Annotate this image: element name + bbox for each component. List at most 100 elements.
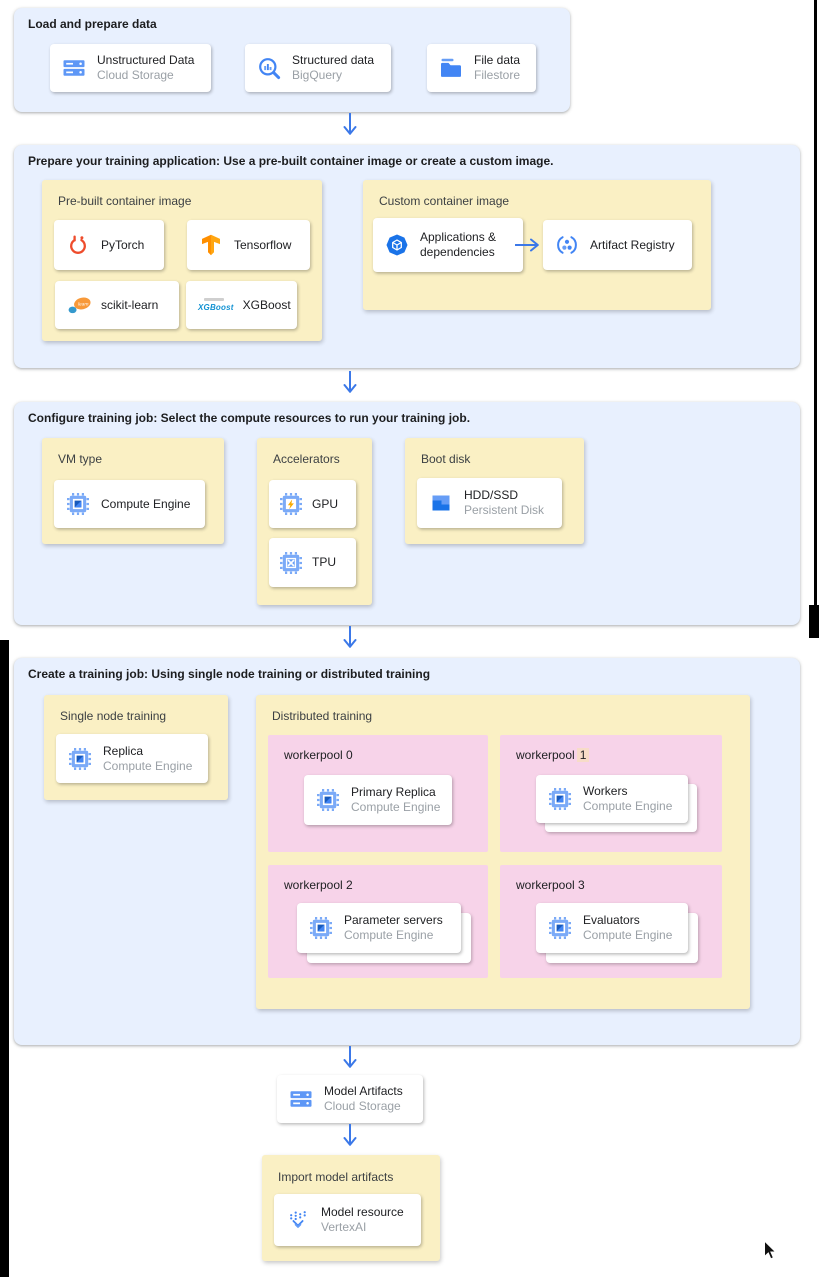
card-subtitle: Filestore <box>474 68 521 82</box>
screen-edge-artifact-right-bar <box>809 605 819 638</box>
card-model-resource: Model resource VertexAI <box>274 1194 421 1246</box>
card-pytorch: PyTorch <box>54 220 164 270</box>
section-title: Configure training job: Select the compu… <box>28 411 471 425</box>
card-file-data: File data Filestore <box>427 44 536 92</box>
svg-text:learn: learn <box>78 301 89 306</box>
card-title: Compute Engine <box>101 496 191 511</box>
card-subtitle: Compute Engine <box>344 928 434 942</box>
flow-arrow-down <box>343 626 357 654</box>
compute-engine-icon <box>66 492 90 516</box>
card-title: PyTorch <box>101 237 145 252</box>
mouse-cursor <box>764 1240 777 1260</box>
card-workers: Workers Compute Engine <box>536 775 688 823</box>
card-evaluators: Evaluators Compute Engine <box>536 903 688 953</box>
screen-edge-artifact-right-line <box>814 0 817 607</box>
card-xgboost: XGBoost XGBoost <box>186 281 297 329</box>
compute-engine-icon <box>548 787 572 811</box>
card-compute-engine: Compute Engine <box>54 480 205 528</box>
card-applications-dependencies: Applications & dependencies <box>373 218 523 272</box>
workerpool-label: workerpool 0 <box>284 748 353 762</box>
panel-vm-type: VM type Compute Engine <box>42 438 224 544</box>
card-title: TPU <box>312 555 336 569</box>
flow-arrow-down <box>343 1124 357 1152</box>
workerpool-0: workerpool 0 Primary Replica Compute Eng… <box>268 735 488 852</box>
xgboost-icon: XGBoost <box>198 298 234 312</box>
card-title: HDD/SSD <box>464 488 519 502</box>
card-tpu: TPU <box>269 538 356 587</box>
card-title: scikit-learn <box>101 297 159 312</box>
card-title: Applications & dependencies <box>420 230 497 259</box>
persistent-disk-icon <box>429 491 453 515</box>
card-subtitle: Compute Engine <box>583 928 673 942</box>
section-title: Create a training job: Using single node… <box>28 667 431 681</box>
panel-single-node: Single node training Replica Compute Eng… <box>44 695 228 800</box>
card-title: File data <box>474 53 521 67</box>
panel-import-model: Import model artifacts Model resource Ve… <box>262 1155 440 1261</box>
card-model-artifacts: Model Artifacts Cloud Storage <box>277 1075 423 1123</box>
card-structured-data: Structured data BigQuery <box>245 44 391 92</box>
flow-arrow-down <box>343 1046 357 1074</box>
flow-arrow-down <box>343 371 357 399</box>
panel-title: Accelerators <box>273 452 340 466</box>
panel-boot-disk: Boot disk HDD/SSD Persistent Disk <box>405 438 584 544</box>
card-title: Structured data <box>292 53 375 67</box>
card-tensorflow: Tensorflow <box>187 220 310 270</box>
filestore-icon <box>439 56 463 80</box>
card-title: Artifact Registry <box>590 237 675 252</box>
bigquery-icon <box>257 56 281 80</box>
card-unstructured-data: Unstructured Data Cloud Storage <box>50 44 211 92</box>
card-gpu: GPU <box>269 480 356 528</box>
tensorflow-icon <box>199 233 223 257</box>
screen-edge-artifact-left-bar <box>0 640 9 1277</box>
card-title: Unstructured Data <box>97 53 195 67</box>
card-replica: Replica Compute Engine <box>56 734 208 783</box>
panel-title: Import model artifacts <box>278 1170 394 1184</box>
card-subtitle: Persistent Disk <box>464 503 545 517</box>
card-title: Primary Replica <box>351 785 436 799</box>
card-persistent-disk: HDD/SSD Persistent Disk <box>417 478 562 528</box>
card-title: GPU <box>312 496 339 511</box>
card-title: Parameter servers <box>344 913 443 927</box>
card-artifact-registry: Artifact Registry <box>543 220 692 270</box>
workerpool-label: workerpool 2 <box>284 878 353 892</box>
section-create-job: Create a training job: Using single node… <box>14 658 800 1045</box>
card-scikit-learn: learn scikit-learn <box>55 281 179 329</box>
panel-title: Single node training <box>60 709 167 723</box>
compute-engine-icon <box>548 916 572 940</box>
flow-arrow-down <box>343 113 357 141</box>
workerpool-3: workerpool 3 Evaluators Compute Engine <box>500 865 722 978</box>
panel-distributed: Distributed training workerpool 0 Primar… <box>256 695 750 1009</box>
card-subtitle: BigQuery <box>292 68 343 82</box>
compute-engine-icon <box>309 916 333 940</box>
cloud-storage-icon <box>289 1087 313 1111</box>
card-subtitle: Cloud Storage <box>324 1099 401 1113</box>
pytorch-icon <box>66 233 90 257</box>
card-primary-replica: Primary Replica Compute Engine <box>304 775 452 825</box>
section-configure-job: Configure training job: Select the compu… <box>14 402 800 625</box>
panel-title: VM type <box>58 452 103 466</box>
panel-title: Distributed training <box>272 709 373 723</box>
card-subtitle: Compute Engine <box>103 758 193 773</box>
workerpool-label: workerpool 3 <box>516 878 585 892</box>
package-icon <box>385 233 409 257</box>
tpu-icon <box>279 551 303 575</box>
card-parameter-servers: Parameter servers Compute Engine <box>297 903 461 953</box>
card-title: Evaluators <box>583 913 640 927</box>
panel-prebuilt-container: Pre-built container image PyTorch Tensor… <box>42 180 322 341</box>
panel-title: Pre-built container image <box>58 194 192 208</box>
compute-engine-icon <box>68 747 92 771</box>
card-subtitle: Compute Engine <box>351 800 441 814</box>
card-subtitle: Compute Engine <box>583 799 673 813</box>
workerpool-2: workerpool 2 Parameter servers Compute E… <box>268 865 488 978</box>
panel-custom-container: Custom container image Applications & de… <box>363 180 711 310</box>
section-load-data: Load and prepare data Unstructured Data … <box>14 8 570 112</box>
gpu-icon <box>279 492 303 516</box>
flow-arrow-right <box>515 238 545 252</box>
panel-title: Boot disk <box>421 452 471 466</box>
card-subtitle: VertexAI <box>321 1220 367 1234</box>
highlighted-number: 1 <box>576 748 590 762</box>
panel-title: Custom container image <box>379 194 510 208</box>
